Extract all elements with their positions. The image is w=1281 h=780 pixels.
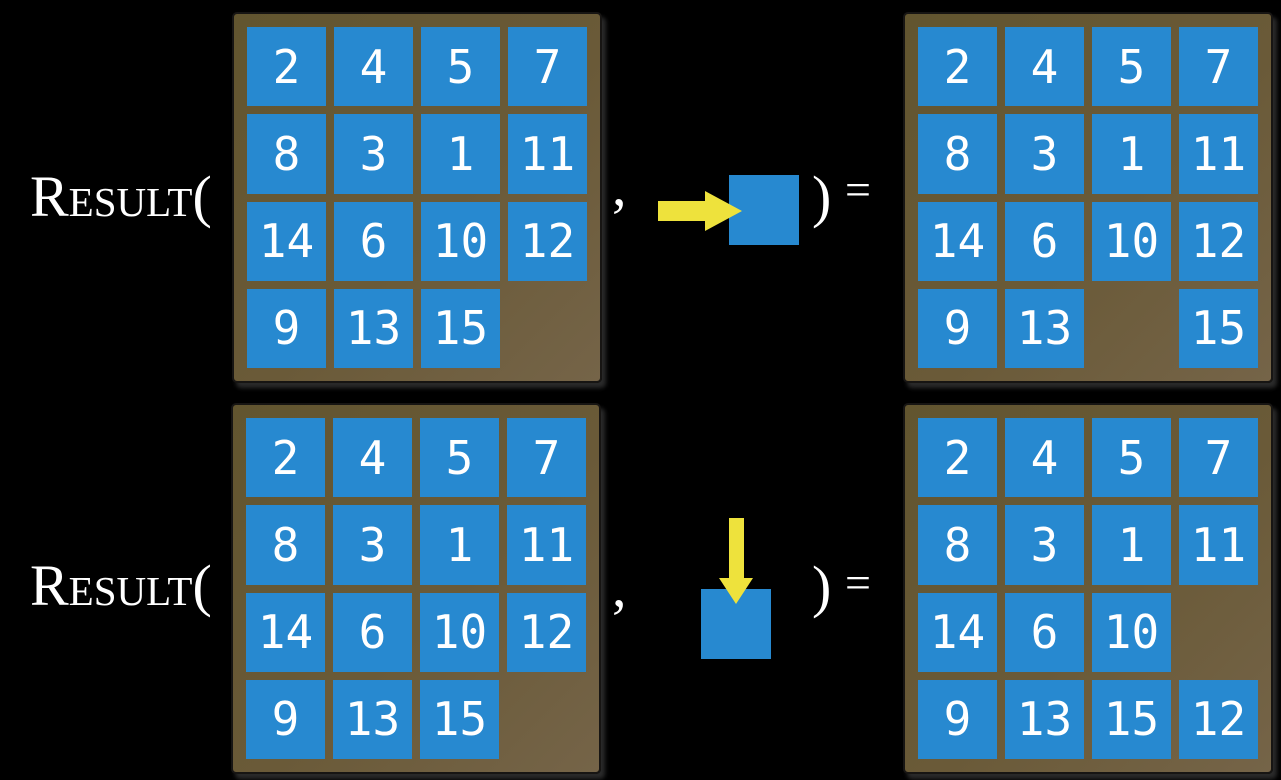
puzzle-tile: 15 bbox=[420, 679, 499, 759]
empty-cell bbox=[1179, 593, 1258, 672]
puzzle-tile: 13 bbox=[1005, 679, 1084, 759]
puzzle-tile: 6 bbox=[1005, 592, 1084, 672]
puzzle-tile: 15 bbox=[1179, 288, 1258, 368]
arrow-right-icon bbox=[658, 191, 742, 231]
puzzle-tile: 12 bbox=[507, 592, 586, 672]
open-paren: ( bbox=[192, 553, 212, 618]
puzzle-tile: 7 bbox=[508, 27, 587, 107]
puzzle-tile: 4 bbox=[1005, 418, 1084, 498]
function-call-label: Result( bbox=[30, 168, 212, 226]
close-paren: ) bbox=[812, 554, 832, 619]
puzzle-tile: 2 bbox=[918, 418, 997, 498]
puzzle-tile: 11 bbox=[508, 114, 587, 194]
function-name: Result bbox=[30, 164, 193, 229]
puzzle-tile: 3 bbox=[1005, 505, 1084, 585]
puzzle-tile: 2 bbox=[918, 27, 997, 107]
puzzle-tile: 12 bbox=[508, 201, 587, 281]
puzzle-tile: 10 bbox=[1092, 201, 1171, 281]
puzzle-tile: 14 bbox=[246, 592, 325, 672]
moved-tile bbox=[729, 175, 799, 245]
puzzle-tile: 3 bbox=[333, 505, 412, 585]
puzzle-tile: 4 bbox=[334, 27, 413, 107]
puzzle-tile: 4 bbox=[333, 418, 412, 498]
puzzle-tile: 6 bbox=[333, 592, 412, 672]
puzzle-tile: 14 bbox=[918, 592, 997, 672]
puzzle-tile: 14 bbox=[918, 201, 997, 281]
puzzle-tile: 8 bbox=[246, 505, 325, 585]
puzzle-tile: 9 bbox=[246, 679, 325, 759]
puzzle-tile: 13 bbox=[333, 679, 412, 759]
puzzle-tile: 7 bbox=[1179, 418, 1258, 498]
puzzle-tile: 13 bbox=[1005, 288, 1084, 368]
empty-cell bbox=[507, 680, 586, 759]
puzzle-tile: 15 bbox=[1092, 679, 1171, 759]
empty-cell bbox=[508, 289, 587, 368]
puzzle-tile: 3 bbox=[1005, 114, 1084, 194]
puzzle-tile: 10 bbox=[1092, 592, 1171, 672]
equals-sign: = bbox=[845, 164, 871, 215]
puzzle-tile: 5 bbox=[421, 27, 500, 107]
function-call-label: Result( bbox=[30, 557, 212, 615]
puzzle-tile: 9 bbox=[918, 288, 997, 368]
puzzle-tile: 6 bbox=[1005, 201, 1084, 281]
puzzle-tile: 10 bbox=[421, 201, 500, 281]
puzzle-tile: 5 bbox=[1092, 418, 1171, 498]
puzzle-tile: 1 bbox=[1092, 505, 1171, 585]
puzzle-tile: 2 bbox=[247, 27, 326, 107]
comma-separator: , bbox=[612, 554, 627, 619]
puzzle-tile: 5 bbox=[1092, 27, 1171, 107]
puzzle-tile: 9 bbox=[918, 679, 997, 759]
puzzle-tile: 1 bbox=[420, 505, 499, 585]
puzzle-tile: 8 bbox=[918, 114, 997, 194]
puzzle-tile: 4 bbox=[1005, 27, 1084, 107]
close-paren: ) bbox=[812, 164, 832, 229]
puzzle-tile: 8 bbox=[918, 505, 997, 585]
comma-separator: , bbox=[612, 153, 627, 218]
puzzle-tile: 10 bbox=[420, 592, 499, 672]
puzzle-tile: 1 bbox=[1092, 114, 1171, 194]
function-name: Result bbox=[30, 553, 193, 618]
equals-sign: = bbox=[845, 557, 871, 608]
puzzle-tile: 7 bbox=[1179, 27, 1258, 107]
puzzle-tile: 13 bbox=[334, 288, 413, 368]
arrow-down-icon bbox=[719, 518, 753, 604]
puzzle-tile: 7 bbox=[507, 418, 586, 498]
puzzle-tile: 6 bbox=[334, 201, 413, 281]
empty-cell bbox=[1092, 289, 1171, 368]
open-paren: ( bbox=[192, 164, 212, 229]
puzzle-tile: 2 bbox=[246, 418, 325, 498]
puzzle-tile: 14 bbox=[247, 201, 326, 281]
puzzle-tile: 9 bbox=[247, 288, 326, 368]
puzzle-tile: 1 bbox=[421, 114, 500, 194]
puzzle-tile: 3 bbox=[334, 114, 413, 194]
puzzle-tile: 8 bbox=[247, 114, 326, 194]
puzzle-tile: 11 bbox=[1179, 505, 1258, 585]
puzzle-tile: 5 bbox=[420, 418, 499, 498]
puzzle-tile: 11 bbox=[507, 505, 586, 585]
puzzle-tile: 11 bbox=[1179, 114, 1258, 194]
puzzle-tile: 12 bbox=[1179, 201, 1258, 281]
puzzle-tile: 12 bbox=[1179, 679, 1258, 759]
puzzle-tile: 15 bbox=[421, 288, 500, 368]
